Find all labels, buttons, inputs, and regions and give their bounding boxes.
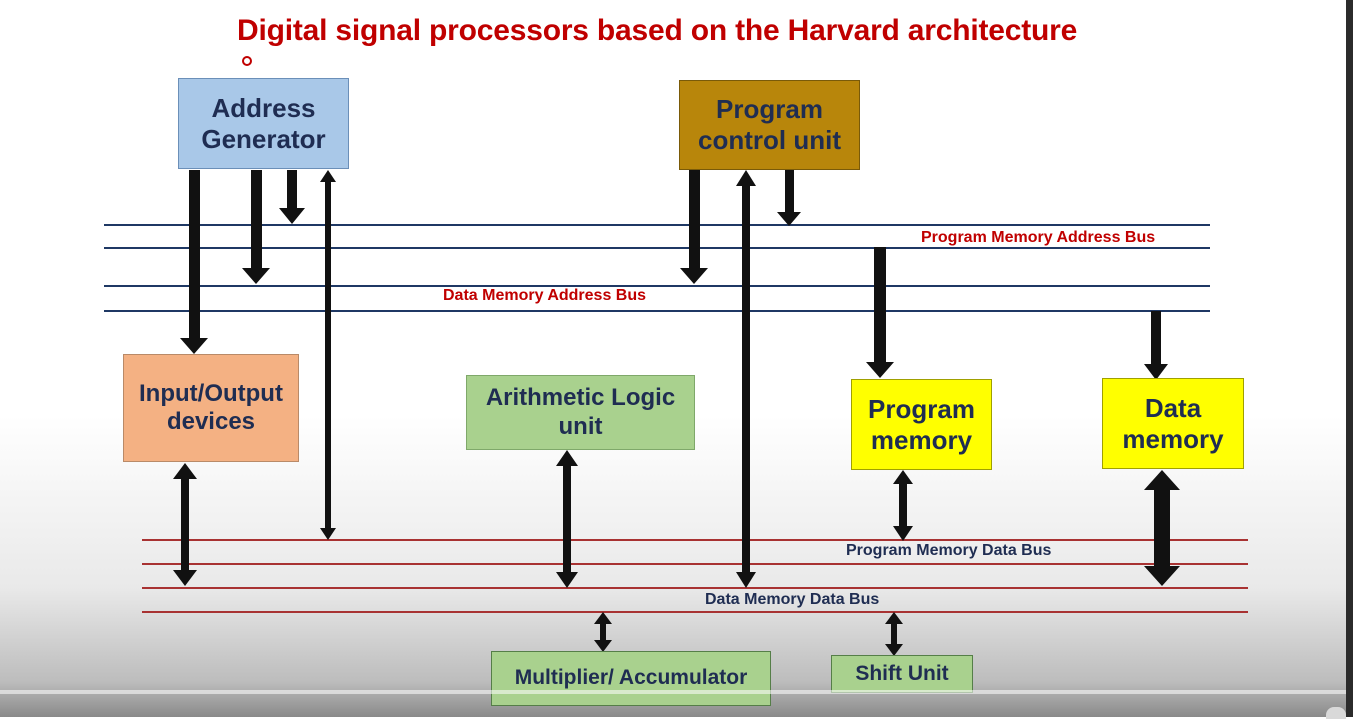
video-progress-bar[interactable]: [0, 690, 1353, 694]
ag-to-io-arrow: [180, 170, 208, 354]
ag-data-bus-double-arrow: [320, 170, 336, 540]
data-memory-data-bus-label: Data Memory Data Bus: [705, 591, 880, 608]
ag-to-dmab-arrow: [279, 170, 305, 224]
pmab-to-program-memory-arrow: [866, 247, 894, 378]
io-devices-label: Input/Output devices: [139, 379, 283, 435]
data-memory-label: Data memory: [1122, 392, 1224, 454]
player-control-icon[interactable]: [1326, 707, 1346, 719]
program-memory-label: Program memory: [868, 393, 975, 455]
data-memory-address-bus-label: Data Memory Address Bus: [443, 287, 647, 304]
data-memory-data-bus-double-arrow: [1144, 470, 1180, 586]
multiplier-accumulator-label: Multiplier/ Accumulator: [514, 666, 748, 690]
io-devices-block: Input/Output devices: [123, 354, 299, 462]
program-control-unit-label: Program control unit: [698, 94, 841, 155]
diagram-title: Digital signal processors based on the H…: [237, 14, 1078, 47]
program-memory-data-bus-label: Program Memory Data Bus: [846, 542, 1052, 559]
shift-unit-block: Shift Unit: [831, 655, 973, 693]
pcu-to-dmab-arrow: [680, 170, 708, 284]
pcu-data-bus-double-arrow: [736, 170, 756, 588]
io-data-bus-double-arrow: [173, 463, 197, 586]
address-generator-block: Address Generator: [178, 78, 349, 169]
alu-block: Arithmetic Logic unit: [466, 375, 695, 450]
program-memory-block: Program memory: [851, 379, 992, 470]
alu-data-bus-double-arrow: [556, 450, 578, 588]
program-memory-data-bus-double-arrow: [893, 470, 913, 541]
multiplier-accumulator-block: Multiplier/ Accumulator: [491, 651, 771, 706]
right-edge-strip: [1346, 0, 1353, 717]
data-bus-lines: [142, 539, 1248, 613]
address-bus-lines: [104, 224, 1210, 312]
mac-double-arrow: [594, 612, 612, 652]
alu-label: Arithmetic Logic unit: [485, 384, 676, 440]
pcu-to-pmab-arrow: [777, 170, 801, 226]
program-memory-address-bus-label: Program Memory Address Bus: [921, 229, 1156, 246]
address-generator-label: Address Generator: [201, 92, 326, 154]
ag-to-pmab-arrow: [242, 170, 270, 284]
dmab-to-data-memory-arrow: [1144, 311, 1168, 380]
data-memory-block: Data memory: [1102, 378, 1244, 469]
arrows: [173, 170, 1180, 656]
shift-double-arrow: [885, 612, 903, 656]
program-control-unit-block: Program control unit: [679, 80, 860, 170]
cursor-marker-icon: [242, 56, 252, 66]
shift-unit-label: Shift Unit: [855, 661, 949, 685]
